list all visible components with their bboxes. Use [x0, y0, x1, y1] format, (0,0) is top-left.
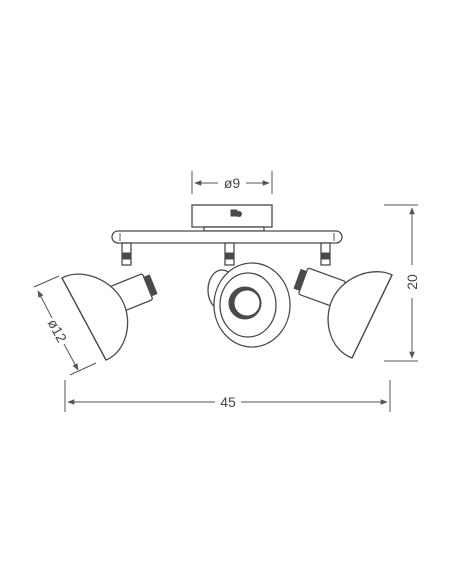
dimension-total-width: 45 — [64, 380, 391, 412]
left-spotlight — [61, 273, 158, 361]
dimension-canopy-diameter: ø9 — [191, 171, 273, 194]
right-spotlight — [293, 267, 393, 359]
shade-diameter-label: ø12 — [45, 316, 71, 345]
dimension-height: 20 — [384, 204, 420, 362]
mounting-bar — [111, 230, 343, 244]
ceiling-canopy — [191, 204, 273, 232]
height-label: 20 — [404, 274, 420, 290]
total-width-label: 45 — [220, 394, 236, 410]
canopy-diameter-label: ø9 — [224, 175, 241, 191]
spot-stems — [121, 242, 331, 266]
middle-spotlight — [207, 262, 291, 348]
